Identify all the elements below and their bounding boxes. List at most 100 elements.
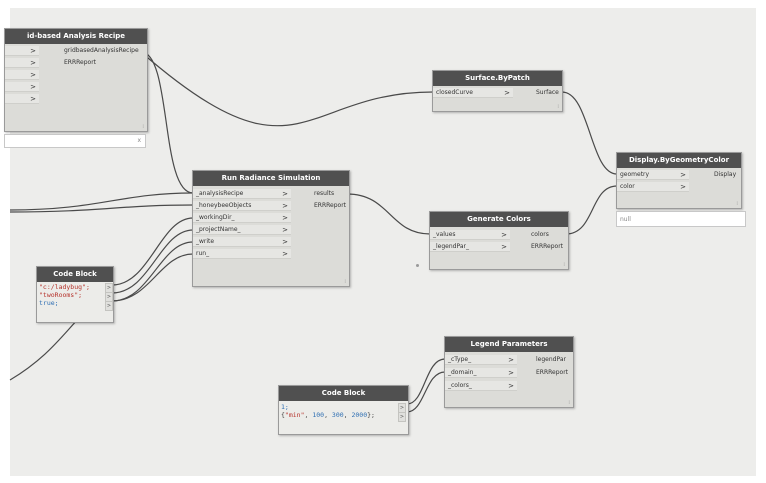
port-label: _projectName_ bbox=[196, 226, 241, 233]
canvas-dot bbox=[416, 264, 419, 267]
chevron-right-icon: > bbox=[282, 238, 288, 246]
chevron-right-icon: > bbox=[508, 369, 514, 377]
input-port-analysisrecipe[interactable]: _analysisRecipe > bbox=[193, 189, 291, 199]
node-title: Code Block bbox=[279, 386, 408, 401]
input-port[interactable]: > bbox=[5, 58, 39, 68]
input-port-projectname[interactable]: _projectName_ > bbox=[193, 225, 291, 235]
chevron-right-icon: > bbox=[30, 71, 36, 79]
output-port-gridbasedanalysisrecipe[interactable]: gridbasedAnalysisRecipe bbox=[64, 47, 139, 54]
output-port-errreport[interactable]: ERRReport bbox=[314, 202, 347, 209]
output-port-errreport[interactable]: ERRReport bbox=[531, 243, 564, 250]
input-port-legendpar[interactable]: _legendPar_ > bbox=[430, 242, 510, 252]
resize-grip-icon[interactable]: ⁞ bbox=[344, 279, 346, 285]
port-label: closedCurve bbox=[436, 89, 473, 96]
node-run-radiance-simulation[interactable]: Run Radiance Simulation _analysisRecipe >… bbox=[192, 170, 350, 287]
output-port-results[interactable]: results bbox=[314, 190, 335, 197]
output-port-errreport[interactable]: ERRReport bbox=[64, 59, 97, 66]
node-title: Surface.ByPatch bbox=[433, 71, 562, 86]
input-port-honeybeeobjects[interactable]: _honeybeeObjects > bbox=[193, 201, 291, 211]
chevron-right-icon: > bbox=[504, 89, 510, 97]
resize-grip-icon[interactable]: ⁞ bbox=[736, 201, 738, 207]
node-code-block-2[interactable]: Code Block 1; {"min", 100, 300, 2000}; >… bbox=[278, 385, 409, 435]
node-title: Legend Parameters bbox=[445, 337, 573, 352]
input-port[interactable]: > bbox=[5, 94, 39, 104]
wire-code1-to-write bbox=[111, 241, 194, 302]
chevron-right-icon: > bbox=[508, 356, 514, 364]
port-label: _workingDir_ bbox=[196, 214, 235, 221]
wire-colors-to-color bbox=[565, 185, 618, 235]
wire-code1-to-run bbox=[111, 253, 194, 302]
port-label: _cType_ bbox=[448, 356, 472, 363]
port-label: geometry bbox=[620, 171, 650, 178]
chevron-right-icon: > bbox=[680, 183, 686, 191]
port-label: _values bbox=[433, 231, 456, 238]
input-port-color[interactable]: color> bbox=[617, 182, 689, 192]
resize-grip-icon[interactable]: ⁞ bbox=[568, 400, 570, 406]
input-port-values[interactable]: _values > bbox=[430, 230, 510, 240]
input-port-workingdir[interactable]: _workingDir_> bbox=[193, 213, 291, 223]
node-generate-colors[interactable]: Generate Colors _values > _legendPar_ > co… bbox=[429, 211, 569, 270]
port-label: run_ bbox=[196, 250, 210, 257]
chevron-right-icon: > bbox=[30, 59, 36, 67]
chevron-right-icon: > bbox=[282, 190, 288, 198]
code-line-2[interactable]: {"min", 100, 300, 2000}; bbox=[281, 411, 375, 419]
chevron-right-icon: > bbox=[282, 250, 288, 258]
chevron-right-icon: > bbox=[680, 171, 686, 179]
output-port-colors[interactable]: colors bbox=[531, 231, 549, 238]
input-port-run[interactable]: run_ > bbox=[193, 249, 291, 259]
node-display-bygeometrycolor[interactable]: Display.ByGeometryColor geometry > color>… bbox=[616, 152, 742, 209]
output-port-legendpar[interactable]: legendPar bbox=[536, 356, 566, 363]
code-line-1[interactable]: "c:/ladybug"; bbox=[39, 283, 90, 291]
wire-code2-to-ctype bbox=[406, 358, 446, 405]
input-port-colors[interactable]: _colors_> bbox=[445, 381, 517, 391]
recipe-preview-bubble: x bbox=[4, 134, 146, 148]
resize-grip-icon[interactable]: ⁞ bbox=[563, 262, 565, 268]
port-label: _honeybeeObjects bbox=[196, 202, 252, 209]
wire-code1-to-projectname bbox=[111, 229, 194, 294]
port-label: _analysisRecipe bbox=[196, 190, 244, 197]
node-title: Display.ByGeometryColor bbox=[617, 153, 741, 168]
display-preview-bubble: null bbox=[616, 211, 746, 227]
node-surface-bypatch[interactable]: Surface.ByPatch closedCurve > Surface ⁞ bbox=[432, 70, 563, 112]
input-port[interactable]: > bbox=[5, 46, 39, 56]
input-port[interactable]: > bbox=[5, 82, 39, 92]
port-label: _legendPar_ bbox=[433, 243, 469, 250]
output-port-line-3[interactable]: > bbox=[105, 301, 113, 311]
output-port-line-2[interactable]: > bbox=[398, 412, 406, 422]
node-analysis-recipe[interactable]: id-based Analysis Recipe > > > > > gridb… bbox=[4, 28, 148, 132]
node-legend-parameters[interactable]: Legend Parameters _cType_ > _domain_ > _co… bbox=[444, 336, 574, 408]
output-port-errreport[interactable]: ERRReport bbox=[536, 369, 569, 376]
chevron-right-icon: > bbox=[501, 231, 507, 239]
node-title: Run Radiance Simulation bbox=[193, 171, 349, 186]
wire-results-to-values bbox=[346, 193, 431, 235]
code-line-3[interactable]: true; bbox=[39, 299, 59, 307]
node-code-block-1[interactable]: Code Block "c:/ladybug"; "twoRooms"; tru… bbox=[36, 266, 114, 323]
input-port-closedcurve[interactable]: closedCurve > bbox=[433, 88, 513, 98]
chevron-right-icon: > bbox=[282, 202, 288, 210]
input-port[interactable]: > bbox=[5, 70, 39, 80]
port-label: _domain_ bbox=[448, 369, 477, 376]
output-port-display[interactable]: Display bbox=[714, 171, 737, 178]
wire-left-to-analysisrecipe bbox=[9, 192, 194, 211]
chevron-right-icon: > bbox=[30, 83, 36, 91]
chevron-right-icon: > bbox=[282, 226, 288, 234]
input-port-domain[interactable]: _domain_ > bbox=[445, 368, 517, 378]
chevron-right-icon: > bbox=[501, 243, 507, 251]
input-port-write[interactable]: _write> bbox=[193, 237, 291, 247]
output-port-surface[interactable]: Surface bbox=[536, 89, 559, 96]
node-title: Generate Colors bbox=[430, 212, 568, 227]
wire-code1-to-workingdir bbox=[111, 217, 194, 286]
wire-recipe-to-analysisrecipe bbox=[140, 51, 194, 194]
node-title: Code Block bbox=[37, 267, 113, 282]
resize-grip-icon[interactable]: ⁞ bbox=[557, 104, 559, 110]
code-line-2[interactable]: "twoRooms"; bbox=[39, 291, 83, 299]
wire-left-to-honeybeeobjects bbox=[9, 204, 194, 213]
input-port-geometry[interactable]: geometry > bbox=[617, 170, 689, 180]
node-title: id-based Analysis Recipe bbox=[5, 29, 147, 44]
code-line-1[interactable]: 1; bbox=[281, 403, 289, 411]
resize-grip-icon[interactable]: ⁞ bbox=[142, 124, 144, 130]
input-port-ctype[interactable]: _cType_ > bbox=[445, 355, 517, 365]
chevron-right-icon: > bbox=[30, 47, 36, 55]
